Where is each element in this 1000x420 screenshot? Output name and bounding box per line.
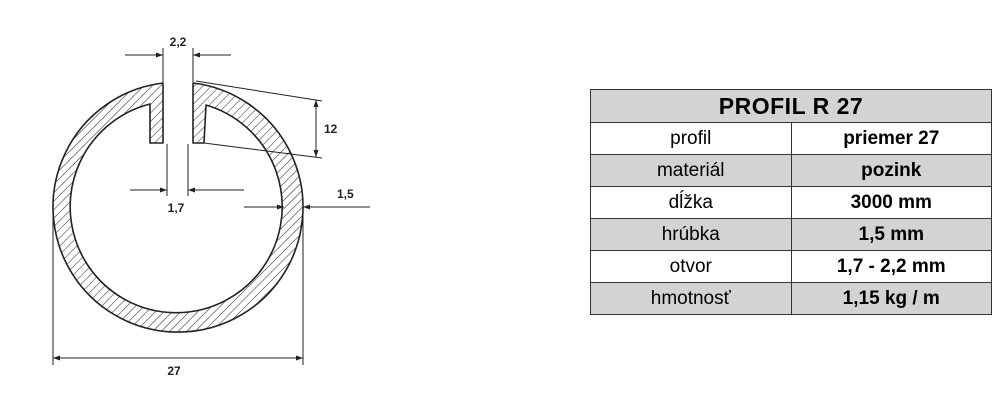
dimension-diameter: 27 bbox=[52, 212, 304, 378]
spec-row-otvor: otvor 1,7 - 2,2 mm bbox=[590, 250, 992, 283]
spec-value: 1,7 - 2,2 mm bbox=[790, 250, 992, 283]
dimension-gap-inner-label: 1,7 bbox=[168, 201, 185, 215]
spec-label: dĺžka bbox=[590, 186, 792, 219]
spec-label: materiál bbox=[590, 154, 792, 187]
dimension-slot-depth: 12 bbox=[195, 80, 338, 159]
profile-cross-section-drawing: 2,2 1,7 12 1,5 27 bbox=[52, 35, 370, 378]
spec-value: 1,15 kg / m bbox=[790, 282, 992, 315]
spec-row-hmotnost: hmotnosť 1,15 kg / m bbox=[590, 282, 992, 315]
spec-label: profil bbox=[590, 122, 792, 155]
spec-value: 1,5 mm bbox=[790, 218, 992, 251]
dimension-wall-label: 1,5 bbox=[337, 187, 354, 201]
spec-table: PROFIL R 27 profil priemer 27 materiál p… bbox=[590, 89, 992, 315]
spec-label: otvor bbox=[590, 250, 792, 283]
dimension-diameter-label: 27 bbox=[167, 364, 181, 378]
spec-row-profil: profil priemer 27 bbox=[590, 122, 992, 155]
spec-row-hrubka: hrúbka 1,5 mm bbox=[590, 218, 992, 251]
spec-value: priemer 27 bbox=[790, 122, 992, 155]
spec-value: 3000 mm bbox=[790, 186, 992, 219]
spec-table-header: PROFIL R 27 bbox=[590, 89, 992, 123]
spec-table-title: PROFIL R 27 bbox=[590, 89, 992, 123]
spec-label: hmotnosť bbox=[590, 282, 792, 315]
spec-row-dlzka: dĺžka 3000 mm bbox=[590, 186, 992, 219]
spec-label: hrúbka bbox=[590, 218, 792, 251]
profile-ring bbox=[52, 82, 304, 333]
dimension-wall: 1,5 bbox=[244, 187, 370, 210]
dimension-gap-inner: 1,7 bbox=[130, 144, 244, 215]
dimension-slot-depth-label: 12 bbox=[324, 122, 338, 136]
spec-value: pozink bbox=[790, 154, 992, 187]
dimension-gap-outer: 2,2 bbox=[125, 35, 231, 82]
spec-row-material: materiál pozink bbox=[590, 154, 992, 187]
dimension-gap-outer-label: 2,2 bbox=[170, 35, 187, 49]
